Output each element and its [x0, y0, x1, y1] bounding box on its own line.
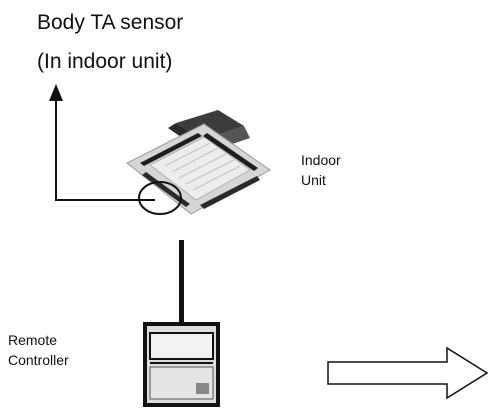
unit-inner-panel [149, 136, 251, 201]
sensor-title-line-2: (In indoor unit) [37, 50, 173, 73]
remote-display [149, 332, 214, 360]
unit-air-slot-1 [140, 133, 202, 166]
right-arrow-icon [327, 346, 489, 400]
sensor-title-line-1: Body TA sensor [37, 11, 184, 34]
sensor-location-circle [138, 181, 182, 215]
indoor-unit-label-line-1: Indoor [301, 152, 341, 168]
up-arrow-icon [49, 84, 63, 101]
cassette-indoor-unit-icon [126, 110, 271, 215]
unit-air-slot-2 [203, 133, 258, 171]
connection-cable [179, 240, 184, 322]
sensor-leader-line [55, 100, 155, 201]
remote-controller-icon [143, 322, 220, 407]
remote-button [196, 383, 209, 394]
indoor-unit-label-line-2: Unit [301, 172, 326, 188]
remote-controller-label-line-1: Remote [8, 332, 58, 348]
unit-air-slot-4 [200, 176, 260, 209]
indoor-unit-label: Indoor Unit [301, 150, 341, 190]
remote-controller-label-line-2: Controller [8, 352, 69, 368]
unit-air-slot-3 [142, 172, 190, 207]
unit-grille [164, 142, 241, 191]
remote-controller-label: Remote Controller [8, 330, 69, 370]
sensor-pointer [49, 84, 155, 201]
